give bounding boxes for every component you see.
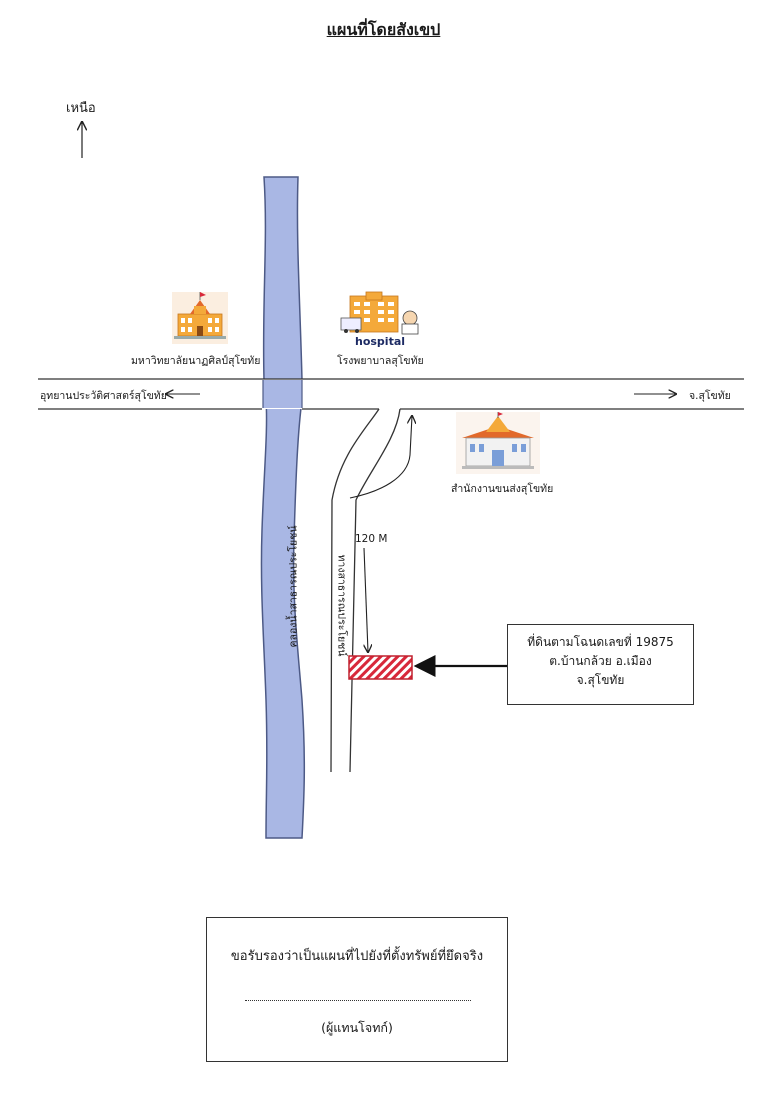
- parcel-note-line3: จ.สุโขทัย: [576, 673, 625, 687]
- hospital-icon: [340, 291, 419, 335]
- signature-line: [245, 1000, 471, 1001]
- transport-office-icon: [456, 412, 540, 474]
- canal-label: คลองน้ำสาธารณประโยชน์: [287, 525, 300, 648]
- canal-shape: [260, 176, 306, 839]
- university-label: มหาวิทยาลัยนาฏศิลป์สุโขทัย: [131, 355, 261, 367]
- public-road-label: ทางสาธารณประโยชน์: [335, 554, 348, 657]
- distance-arrow-icon: [364, 547, 368, 652]
- hospital-label: โรงพยาบาลสุโขทัย: [337, 355, 424, 367]
- distance-label: 120 M: [355, 533, 388, 545]
- page-title: แผนที่โดยสังเขป: [326, 20, 441, 39]
- university-icon: [172, 292, 228, 344]
- parcel-note-line2: ต.บ้านกล้วย อ.เมือง: [549, 654, 652, 668]
- east-direction-label: จ.สุโขทัย: [689, 390, 731, 402]
- parcel-note-box: ที่ดินตามโฉนดเลขที่ 19875 ต.บ้านกล้วย อ.…: [507, 624, 694, 705]
- parcel-marker: [348, 655, 413, 680]
- west-direction-label: อุทยานประวัติศาสตร์สุโขทัย: [40, 390, 167, 402]
- signer-label: (ผู้แทนโจทก์): [321, 1020, 393, 1035]
- north-label: เหนือ: [66, 101, 96, 116]
- certification-text: ขอรับรองว่าเป็นแผนที่ไปยังที่ตั้งทรัพย์ท…: [230, 949, 484, 964]
- parcel-note-line1: ที่ดินตามโฉนดเลขที่ 19875: [527, 635, 674, 649]
- entry-arrow-icon: [349, 416, 412, 499]
- hospital-sign-text: hospital: [355, 335, 406, 348]
- transport-office-label: สำนักงานขนส่งสุโขทัย: [451, 483, 554, 495]
- certification-box: ขอรับรองว่าเป็นแผนที่ไปยังที่ตั้งทรัพย์ท…: [206, 917, 508, 1062]
